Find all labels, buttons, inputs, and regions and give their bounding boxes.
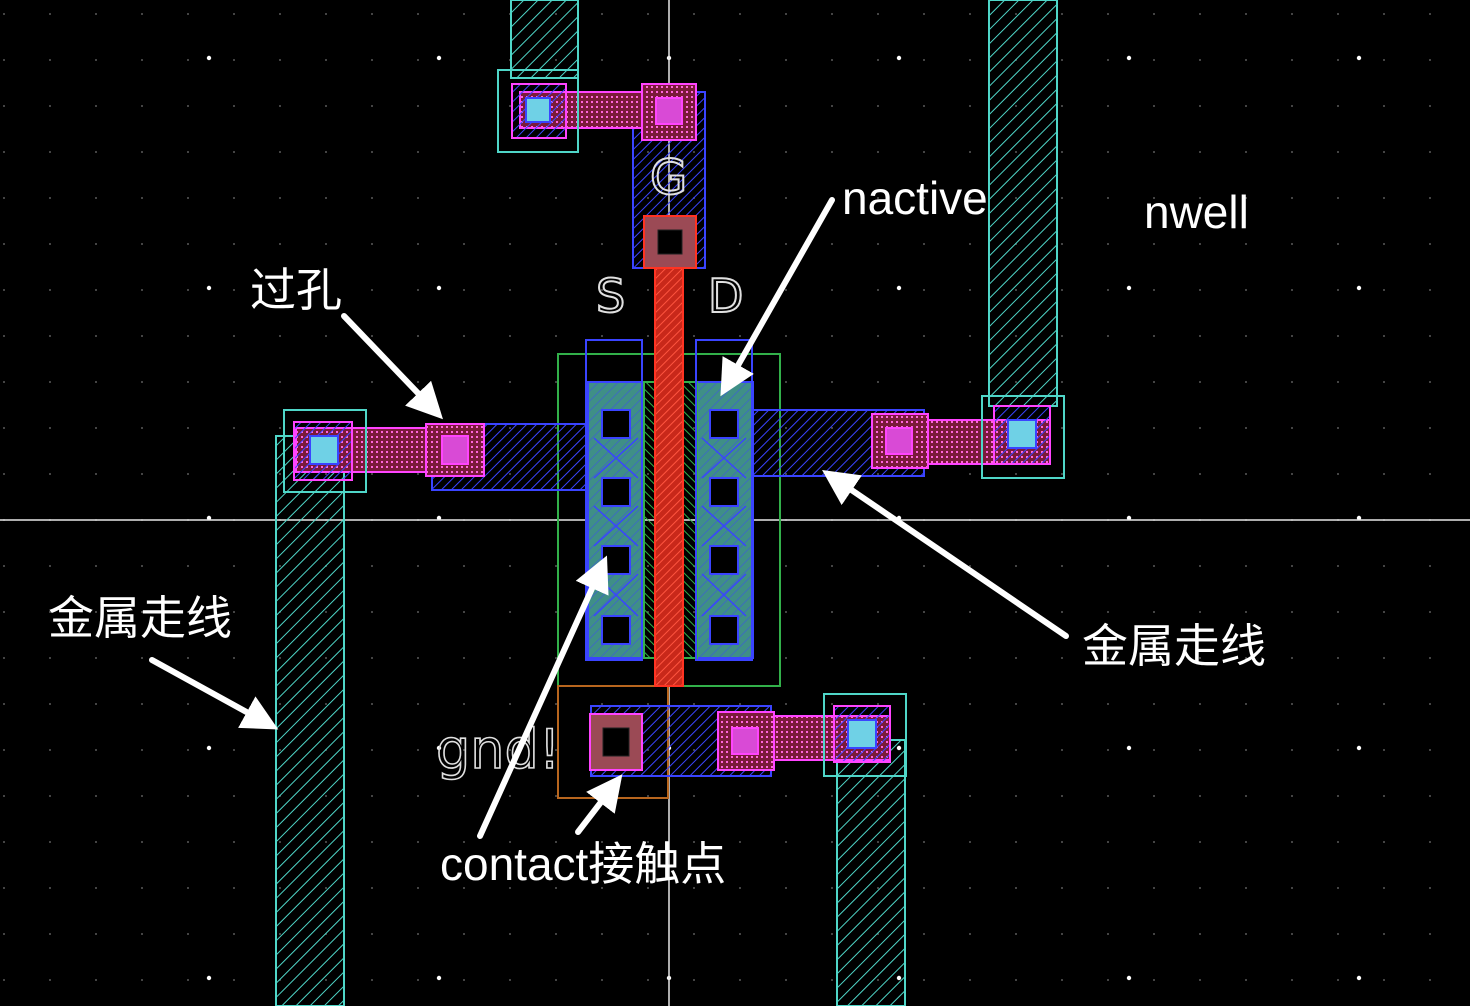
- grid-major-dot: [1126, 745, 1132, 751]
- label-nactive: nactive: [842, 172, 988, 224]
- grid-major-dot: [436, 55, 442, 61]
- contact-link-line: [701, 573, 747, 617]
- contact-pads: [589, 215, 697, 771]
- annotations: 过孔 nactive nwell 金属走线 金属走线 contact接触点: [48, 172, 1266, 890]
- pin-labels: G S D gnd!: [435, 149, 744, 782]
- grid-major-dot: [206, 55, 212, 61]
- grid-major-dot: [206, 515, 212, 521]
- arrow-contact-gnd: [575, 774, 623, 835]
- contact-link-line: [701, 505, 747, 547]
- grid-major-dot: [1126, 55, 1132, 61]
- grid-major-dot: [1126, 515, 1132, 521]
- arrow-metal-left: [149, 657, 279, 730]
- contact-square: [601, 409, 631, 439]
- grid-major-dot: [1356, 515, 1362, 521]
- label-nwell: nwell: [1144, 186, 1249, 238]
- pin-drain-label: D: [708, 269, 743, 323]
- contact-link-line: [593, 437, 639, 479]
- label-via: 过孔: [250, 264, 342, 316]
- contact-square: [709, 545, 739, 575]
- grid-major-dot: [1126, 975, 1132, 981]
- grid-major-dot: [896, 55, 902, 61]
- poly-gate: [654, 261, 684, 687]
- grid-major-dot: [896, 285, 902, 291]
- grid-major-dot: [206, 745, 212, 751]
- grid-major-dot: [1356, 975, 1362, 981]
- contact-square: [709, 409, 739, 439]
- grid-major-dot: [1126, 285, 1132, 291]
- annotation-arrows: [149, 197, 1069, 839]
- grid-major-dot: [1356, 285, 1362, 291]
- via-pads: [283, 69, 1065, 777]
- grid-major-dot: [436, 975, 442, 981]
- label-contact: contact接触点: [440, 838, 726, 890]
- grid-major-dot: [436, 515, 442, 521]
- contact-square: [709, 615, 739, 645]
- grid-major-dot: [436, 745, 442, 751]
- contact-link-line: [701, 437, 747, 479]
- label-metal-left: 金属走线: [48, 592, 232, 644]
- contact-link-line: [593, 573, 639, 617]
- grid-major-dot: [1356, 55, 1362, 61]
- grid-major-dot: [206, 975, 212, 981]
- contact-square: [709, 477, 739, 507]
- arrow-metal-right: [822, 469, 1069, 639]
- pin-source-label: S: [596, 269, 625, 323]
- pin-gate-label: G: [650, 150, 687, 206]
- metal2-wires: [275, 0, 1058, 1006]
- contact-square: [601, 615, 631, 645]
- grid-major-dot: [1356, 745, 1362, 751]
- label-metal-right: 金属走线: [1082, 620, 1266, 672]
- pin-gnd-label: gnd!: [436, 718, 560, 781]
- grid-major-dot: [206, 285, 212, 291]
- contact-link-line: [593, 505, 639, 547]
- grid-major-dot: [436, 285, 442, 291]
- arrow-contact-diffusion: [477, 555, 609, 839]
- contact-square: [601, 477, 631, 507]
- arrow-nactive: [720, 197, 835, 397]
- arrow-via: [341, 313, 443, 420]
